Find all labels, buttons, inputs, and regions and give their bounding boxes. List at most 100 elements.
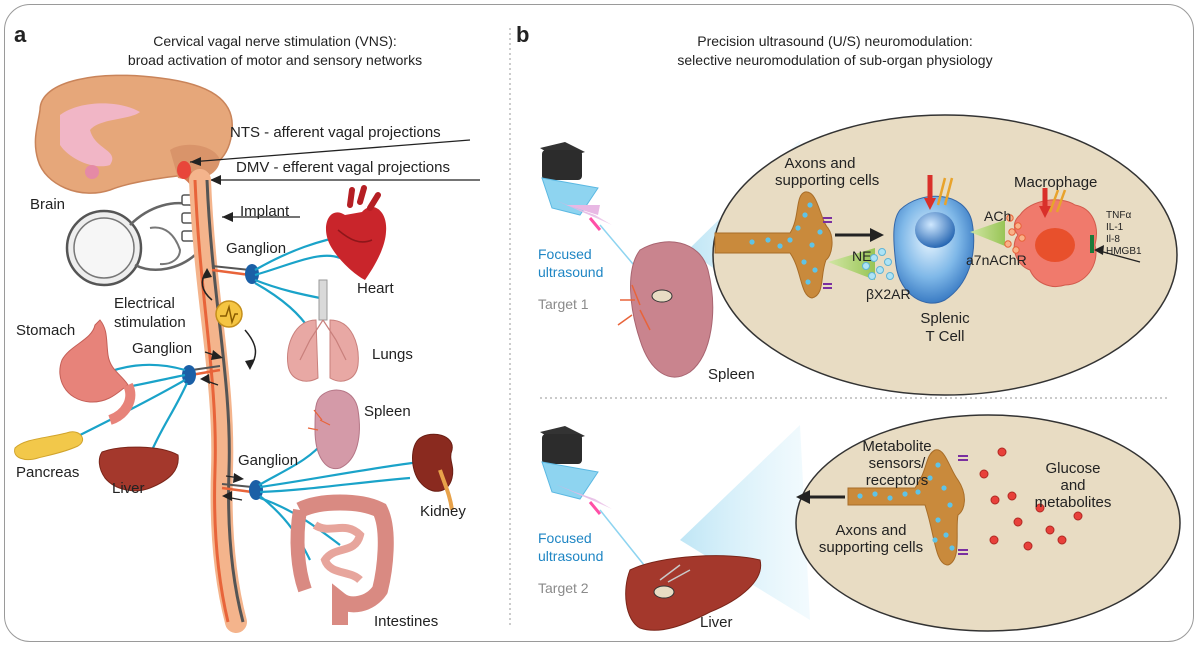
- metabolite: [997, 447, 1007, 457]
- macrophage-label: Macrophage: [1014, 174, 1098, 191]
- panel-b-title-line2: selective neuromodulation of sub-organ p…: [677, 52, 993, 68]
- heart-illustration: [325, 185, 387, 280]
- axons-bottom-line2: supporting cells: [818, 539, 924, 556]
- panel-a-letter: a: [14, 22, 27, 47]
- vesicle: [787, 237, 793, 243]
- vesicle: [805, 279, 811, 285]
- metabolite: [1045, 525, 1055, 535]
- pancreas-illustration: [14, 431, 83, 461]
- vesicle: [947, 502, 953, 508]
- macrophage: [1013, 188, 1097, 287]
- liver-a-illustration: [98, 446, 179, 492]
- ach-molecule: [1018, 234, 1026, 242]
- panel-a-title: Cervical vagal nerve stimulation (VNS): …: [110, 32, 440, 70]
- transducer-top: [540, 142, 612, 231]
- vesicle: [809, 242, 815, 248]
- axon-terminal-bottom: [847, 449, 968, 566]
- panel-a-title-line1: Cervical vagal nerve stimulation (VNS):: [153, 33, 397, 49]
- ach-molecule: [1006, 214, 1014, 222]
- glucose-label: Glucose and metabolites: [1028, 460, 1118, 511]
- vesicle: [941, 485, 947, 491]
- axons-top-label: Axons and supporting cells: [775, 155, 880, 189]
- focused-bottom-1: Focused: [538, 530, 592, 546]
- splenic-t-cell-label: Splenic T Cell: [910, 310, 980, 346]
- metab-line1: Metabolite: [862, 438, 932, 455]
- focused-bottom-2: ultrasound: [538, 548, 604, 564]
- transducer-bottom: [540, 426, 612, 515]
- axons-top-line2: supporting cells: [775, 172, 880, 189]
- metabolite: [1007, 491, 1017, 501]
- stomach-illustration: [59, 319, 136, 425]
- ne-molecule: [868, 272, 876, 280]
- vesicle: [935, 462, 941, 468]
- vesicle: [812, 267, 818, 273]
- implant-device: [65, 194, 208, 287]
- ne-molecule: [870, 254, 878, 262]
- panel-b-title: Precision ultrasound (U/S) neuromodulati…: [665, 32, 1005, 70]
- axon-terminal-top: [714, 191, 833, 299]
- ne-triangle: [828, 248, 875, 280]
- metabolite: [1057, 535, 1067, 545]
- vesicle: [927, 475, 933, 481]
- vesicle: [777, 243, 783, 249]
- ne-molecule: [884, 258, 892, 266]
- vesicle: [915, 489, 921, 495]
- splenic-line1: Splenic: [920, 310, 970, 327]
- metabolite: [989, 535, 999, 545]
- kidney-label: Kidney: [420, 503, 466, 520]
- ganglion-top-label: Ganglion: [226, 240, 287, 257]
- implant-label: Implant: [240, 203, 290, 220]
- brain-label: Brain: [30, 196, 66, 213]
- liver-b-label: Liver: [700, 614, 733, 631]
- vesicle: [902, 491, 908, 497]
- nts-label: NTS - afferent vagal projections: [230, 124, 441, 141]
- vesicle: [801, 259, 807, 265]
- metabolite: [1023, 541, 1033, 551]
- spleen-label: Spleen: [364, 403, 411, 420]
- ach-triangle: [970, 220, 1005, 246]
- vesicle: [802, 212, 808, 218]
- kidney-illustration: [412, 433, 454, 511]
- vesicle: [935, 517, 941, 523]
- ach-label: ACh: [984, 208, 1012, 224]
- zoom-ellipse-bottom: [795, 414, 1181, 632]
- target-1-label: Target 1: [538, 296, 589, 312]
- nts-nucleus: [177, 161, 191, 179]
- splenic-line2: T Cell: [925, 328, 965, 345]
- ne-molecule: [878, 248, 886, 256]
- vesicle: [749, 239, 755, 245]
- stimulation-electrode: [215, 300, 243, 328]
- vesicle: [817, 229, 823, 235]
- ganglion-low-group: [221, 439, 421, 561]
- dmv-label: DMV - efferent vagal projections: [236, 159, 450, 176]
- stomach-label: Stomach: [16, 322, 76, 339]
- vesicle: [943, 532, 949, 538]
- panel-a-title-line2: broad activation of motor and sensory ne…: [127, 52, 423, 68]
- cytokine-tnf: TNFα: [1106, 210, 1132, 221]
- figure-frame: [4, 4, 1194, 642]
- ganglion-mid-label: Ganglion: [132, 340, 193, 357]
- metabolite: [979, 469, 989, 479]
- metab-line2: sensors/: [868, 455, 926, 472]
- target-2-label: Target 2: [538, 580, 589, 596]
- metabolite-sensors-label: Metabolite sensors/ receptors: [852, 438, 942, 489]
- vesicle: [857, 493, 863, 499]
- panel-b-title-line1: Precision ultrasound (U/S) neuromodulati…: [697, 33, 973, 49]
- cytokine-il1: IL-1: [1106, 222, 1124, 233]
- ach-molecule: [1008, 228, 1016, 236]
- metabolite: [1013, 517, 1023, 527]
- ne-molecule: [886, 272, 894, 280]
- ach-molecule: [1014, 222, 1022, 230]
- axons-bottom-label: Axons and supporting cells: [806, 522, 936, 556]
- metabolite: [1035, 503, 1045, 513]
- vesicle: [795, 225, 801, 231]
- electrical-label-1: Electrical: [114, 295, 175, 312]
- focused-top-2: ultrasound: [538, 264, 604, 280]
- cytokine-il8: Il-8: [1106, 234, 1120, 245]
- glucose-line2: and: [1060, 477, 1086, 494]
- electrical-label-2: stimulation: [114, 314, 186, 331]
- vesicle: [807, 202, 813, 208]
- cytokine-hmgb1: HMGB1: [1106, 246, 1142, 257]
- liver-a-label: Liver: [112, 480, 145, 497]
